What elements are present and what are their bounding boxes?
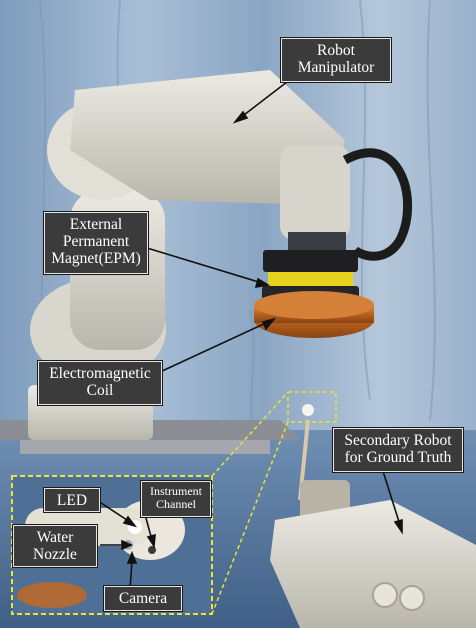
label-epm: External Permanent Magnet(EPM) xyxy=(44,212,148,274)
label-water-nozzle: Water Nozzle xyxy=(13,525,97,567)
label-secondary-robot-line1: Secondary Robot xyxy=(344,432,452,449)
label-camera: Camera xyxy=(104,586,182,611)
callout-leader-top xyxy=(211,391,289,477)
label-robot-manipulator: Robot Manipulator xyxy=(281,38,391,82)
label-coil-line1: Electromagnetic xyxy=(49,365,151,382)
epm-magnet-band xyxy=(268,272,353,286)
label-led: LED xyxy=(44,488,100,512)
robot-upper-arm xyxy=(70,70,345,205)
robot-cable xyxy=(342,148,412,261)
label-robot-manipulator-line1: Robot xyxy=(317,42,355,59)
label-led-text: LED xyxy=(56,492,88,509)
label-coil-line2: Coil xyxy=(86,382,114,399)
label-epm-line2: Permanent xyxy=(62,233,130,250)
coil-top xyxy=(254,291,374,319)
label-instrument-channel: Instrument Channel xyxy=(141,481,211,517)
rail-track xyxy=(20,440,270,454)
epm-magnet-top xyxy=(263,250,358,272)
label-secondary-robot-line2: for Ground Truth xyxy=(344,449,452,466)
label-robot-manipulator-line2: Manipulator xyxy=(297,59,375,76)
coin xyxy=(17,582,87,608)
label-instrument-line2: Channel xyxy=(156,497,196,511)
secondary-robot xyxy=(270,404,476,628)
label-water-nozzle-line2: Nozzle xyxy=(33,546,77,563)
label-water-nozzle-line1: Water xyxy=(36,529,74,546)
label-secondary-robot: Secondary Robot for Ground Truth xyxy=(333,428,463,472)
label-epm-line1: External xyxy=(69,216,123,233)
robot-flange xyxy=(288,232,346,254)
label-epm-line3: Magnet(EPM) xyxy=(51,250,141,267)
label-camera-text: Camera xyxy=(118,590,168,607)
robot-wrist xyxy=(280,145,350,240)
label-instrument-line1: Instrument xyxy=(150,484,202,498)
inset-border xyxy=(11,475,213,615)
label-electromagnetic-coil: Electromagnetic Coil xyxy=(38,361,162,405)
callout-small-box xyxy=(287,391,337,423)
